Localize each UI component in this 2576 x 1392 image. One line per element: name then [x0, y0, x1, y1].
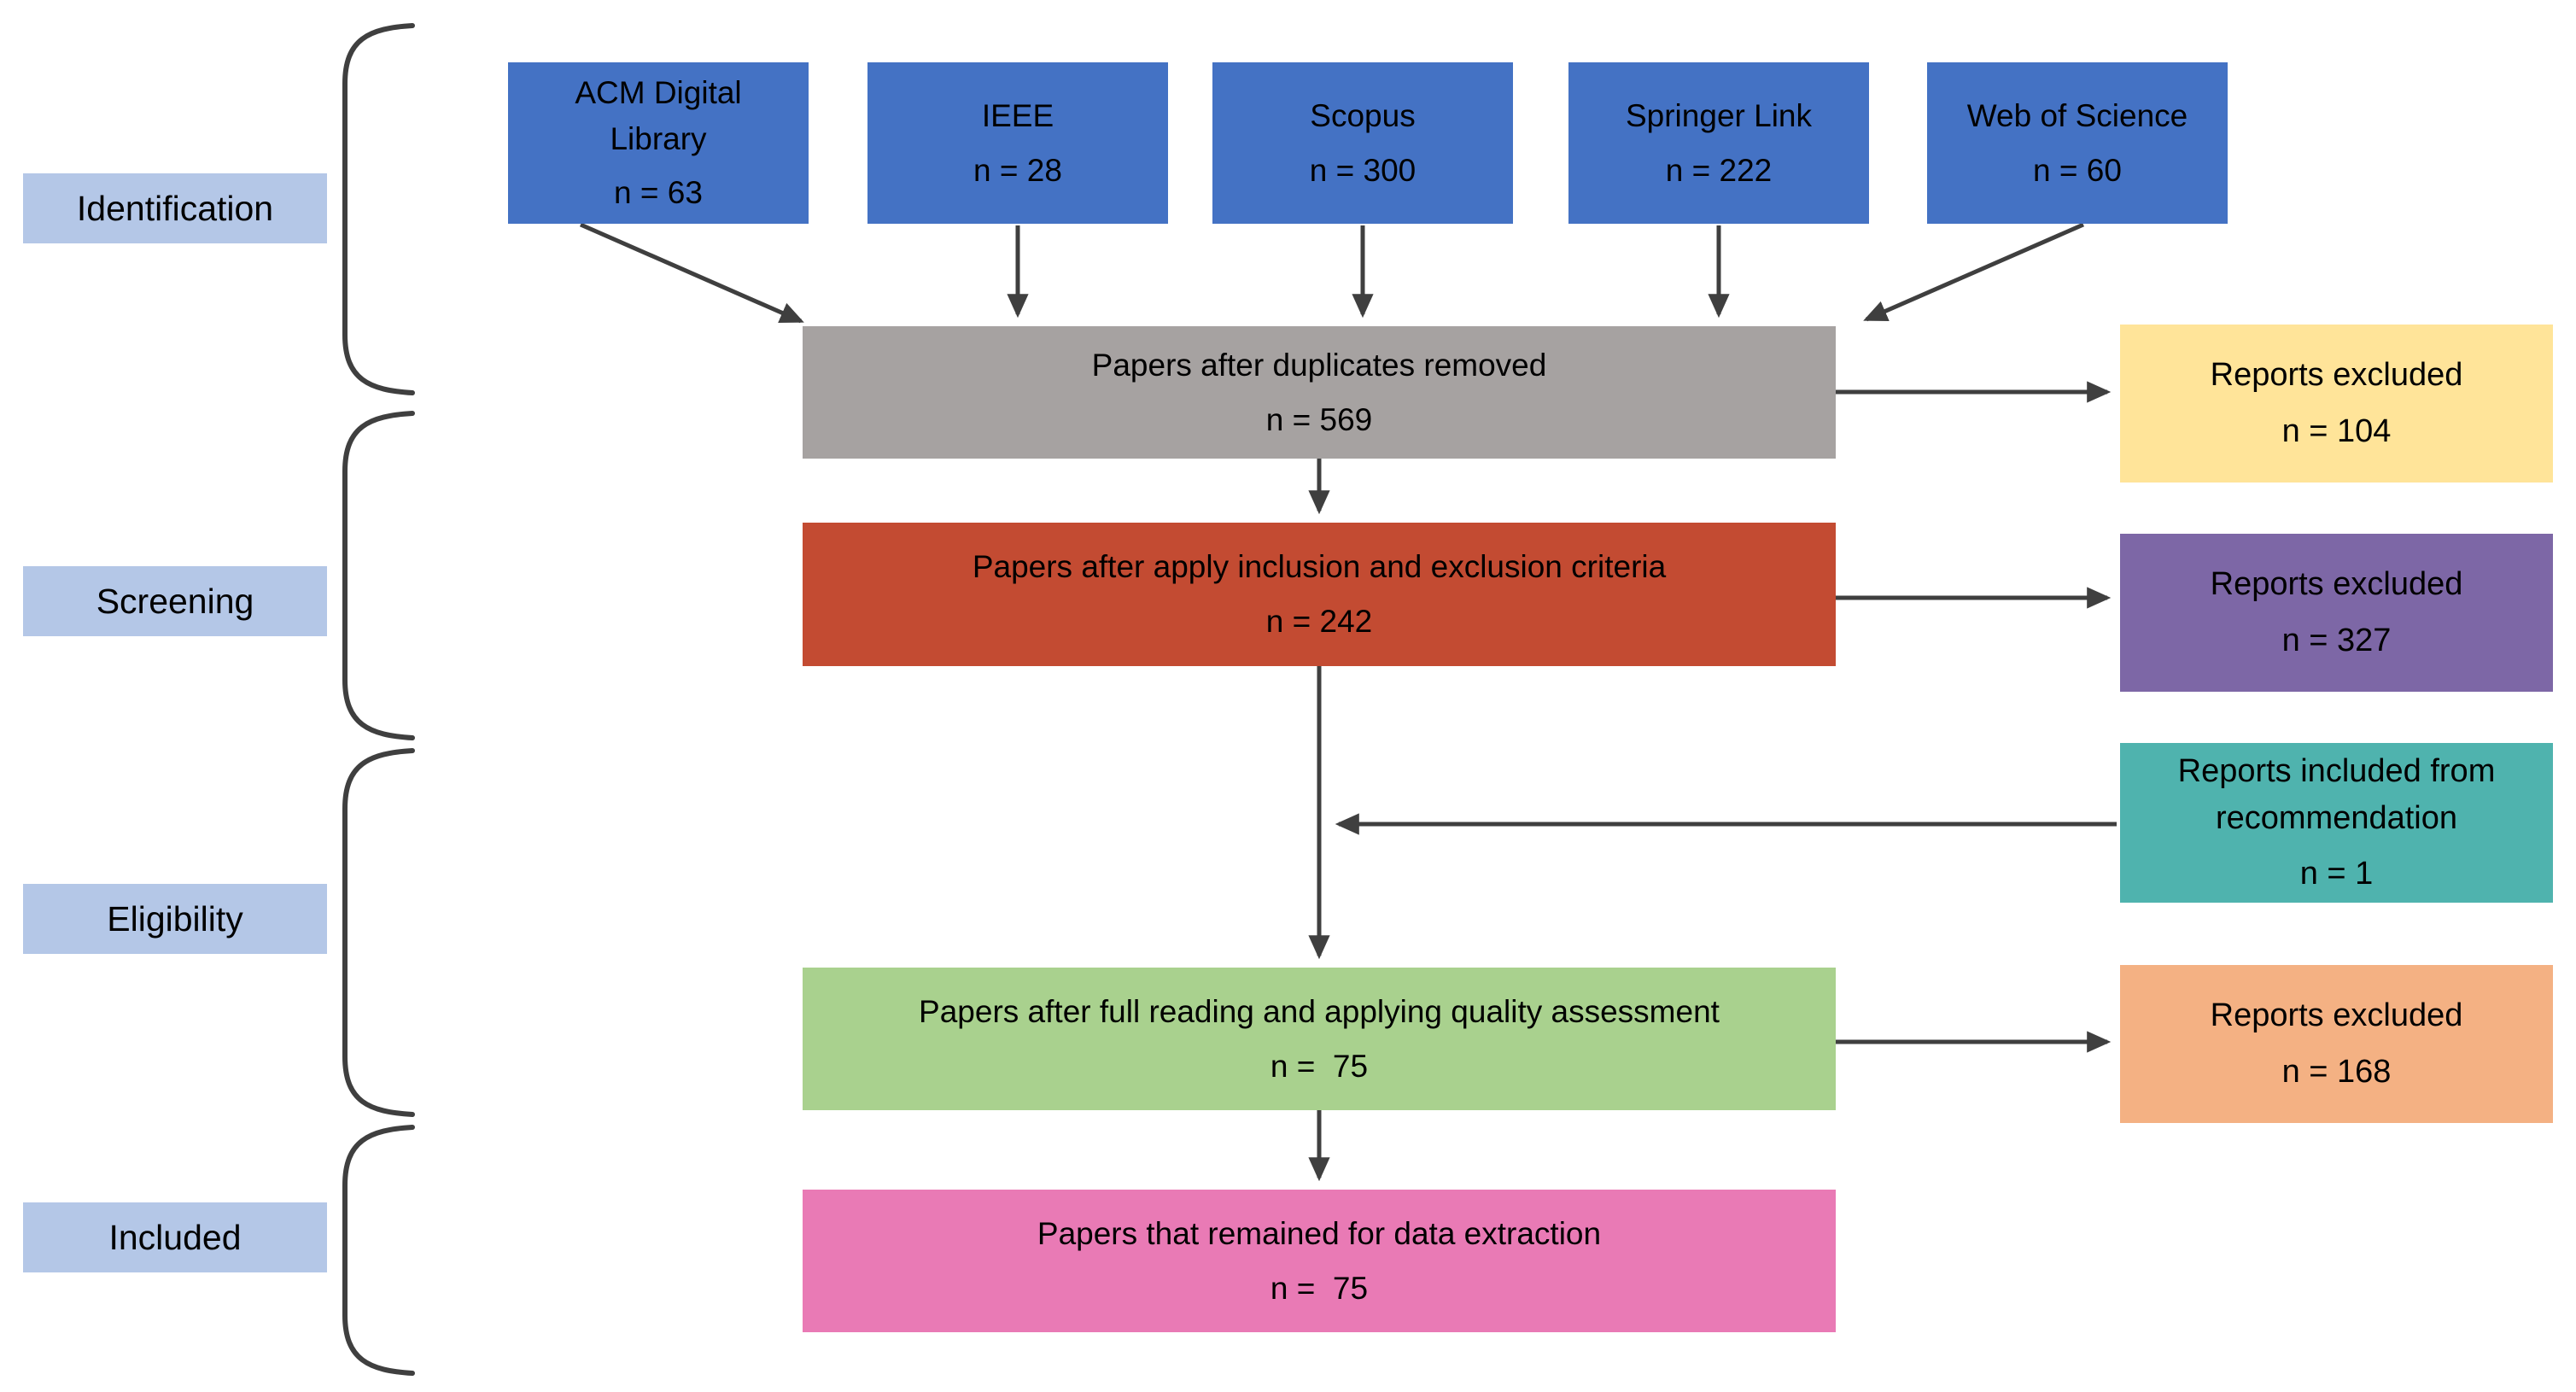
flow-box-duplicates-removed: Papers after duplicates removed n = 569	[803, 326, 1836, 459]
source-box-wos-label: Web of Science	[1966, 97, 2188, 133]
side-box-recommendation-label: Reports included from recommendation	[2177, 752, 2504, 836]
source-box-acm-count: n = 63	[614, 175, 703, 211]
side-box-excluded-327-label: Reports excluded	[2210, 566, 2463, 603]
source-box-wos-count: n = 60	[2033, 152, 2122, 188]
flow-box-data-extraction-count: n = 75	[1270, 1270, 1369, 1306]
source-box-scopus: Scopus n = 300	[1212, 62, 1513, 224]
source-box-springer-count: n = 222	[1665, 152, 1773, 188]
source-box-ieee: IEEE n = 28	[867, 62, 1168, 224]
stage-label-eligibility: Eligibility	[23, 884, 327, 954]
side-box-excluded-168-count: n = 168	[2281, 1053, 2392, 1090]
side-box-excluded-168-label: Reports excluded	[2210, 997, 2463, 1034]
source-box-acm-label: ACM Digital Library	[575, 75, 751, 156]
side-box-excluded-327-count: n = 327	[2281, 622, 2392, 658]
source-box-wos: Web of Science n = 60	[1927, 62, 2228, 224]
flow-box-quality-assessment-count: n = 75	[1270, 1048, 1369, 1084]
side-box-excluded-168: Reports excluded n = 168	[2120, 965, 2553, 1123]
arrow-acm-to-duplicates	[579, 222, 804, 324]
side-box-excluded-104-count: n = 104	[2281, 412, 2392, 449]
flow-box-data-extraction-label: Papers that remained for data extraction	[1037, 1215, 1602, 1251]
brace-screening	[342, 411, 415, 740]
brace-eligibility	[342, 748, 415, 1117]
side-box-excluded-104-label: Reports excluded	[2210, 357, 2463, 394]
stage-label-identification: Identification	[23, 173, 327, 243]
arrow-wos-to-duplicates	[1863, 222, 2085, 322]
side-box-recommendation: Reports included from recommendation n =…	[2120, 743, 2553, 903]
source-box-ieee-count: n = 28	[973, 152, 1062, 188]
source-box-scopus-label: Scopus	[1310, 97, 1416, 133]
flow-box-inclusion-exclusion-label: Papers after apply inclusion and exclusi…	[972, 549, 1667, 585]
flow-box-inclusion-exclusion-count: n = 242	[1265, 604, 1373, 639]
brace-included	[342, 1125, 415, 1376]
flow-box-quality-assessment-label: Papers after full reading and applying q…	[919, 993, 1720, 1029]
flow-box-quality-assessment: Papers after full reading and applying q…	[803, 968, 1836, 1110]
brace-identification	[342, 23, 415, 395]
source-box-acm: ACM Digital Library n = 63	[508, 62, 809, 224]
side-box-recommendation-count: n = 1	[2299, 856, 2374, 892]
source-box-ieee-label: IEEE	[981, 97, 1054, 133]
flow-box-duplicates-removed-count: n = 569	[1265, 401, 1373, 437]
source-box-scopus-count: n = 300	[1309, 152, 1417, 188]
source-box-springer-label: Springer Link	[1625, 97, 1812, 133]
flow-box-data-extraction: Papers that remained for data extraction…	[803, 1190, 1836, 1332]
stage-label-screening: Screening	[23, 566, 327, 636]
stage-label-included: Included	[23, 1202, 327, 1272]
side-box-excluded-327: Reports excluded n = 327	[2120, 534, 2553, 692]
source-box-springer: Springer Link n = 222	[1568, 62, 1869, 224]
flow-box-duplicates-removed-label: Papers after duplicates removed	[1091, 347, 1547, 383]
flow-box-inclusion-exclusion: Papers after apply inclusion and exclusi…	[803, 523, 1836, 666]
side-box-excluded-104: Reports excluded n = 104	[2120, 325, 2553, 483]
